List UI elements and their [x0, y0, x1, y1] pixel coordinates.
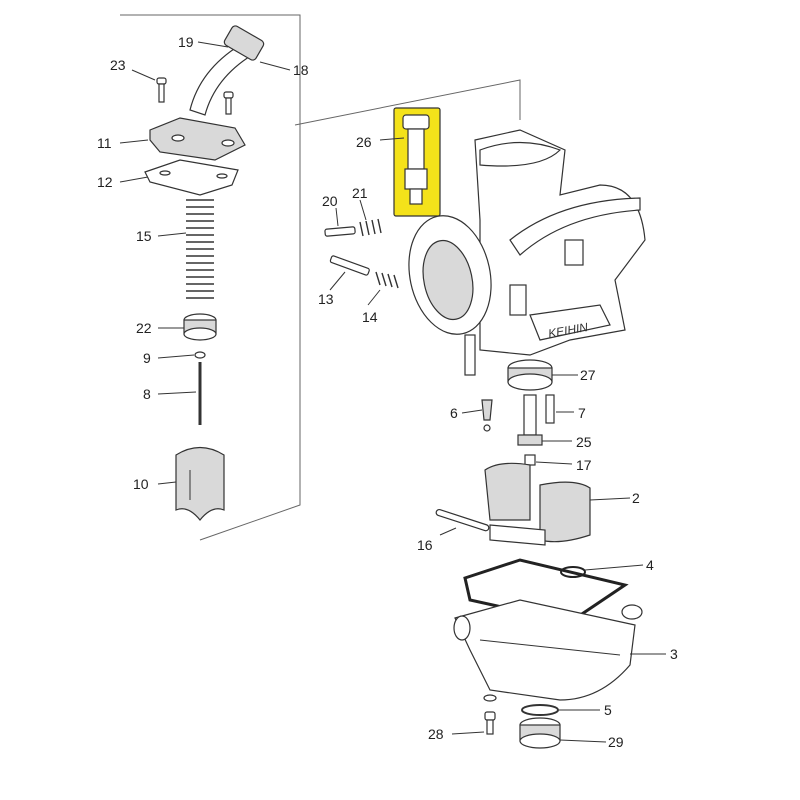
- callout-20: 20: [322, 193, 338, 209]
- callout-17: 17: [576, 457, 592, 473]
- callout-18: 18: [293, 62, 309, 78]
- callout-19: 19: [178, 34, 194, 50]
- part-29-drain-plug: [519, 717, 561, 749]
- part-5-o-ring: [521, 704, 559, 716]
- callout-6: 6: [450, 405, 458, 421]
- part-6-needle-valve: [481, 399, 493, 432]
- part-11-cover-plate: [149, 117, 246, 161]
- part-22-needle-clip-holder: [183, 313, 217, 341]
- callout-5: 5: [604, 702, 612, 718]
- part-body-carburetor: KEIHIN: [408, 129, 646, 376]
- part-20-21-13-14-screws-springs: [324, 218, 399, 289]
- part-15-throttle-spring: [186, 199, 214, 299]
- callout-21: 21: [352, 185, 368, 201]
- left-panel-frame: [120, 14, 301, 541]
- callout-16: 16: [417, 537, 433, 553]
- right-panel-frame: [294, 79, 521, 126]
- part-25-main-jet: [517, 394, 543, 446]
- callout-9: 9: [143, 350, 151, 366]
- part-17-small-jet: [524, 454, 536, 466]
- part-3-float-bowl: [453, 599, 643, 701]
- callout-11: 11: [97, 135, 112, 151]
- callout-25: 25: [576, 434, 592, 450]
- callout-8: 8: [143, 386, 151, 402]
- callout-10: 10: [133, 476, 149, 492]
- callout-3: 3: [670, 646, 678, 662]
- callout-13: 13: [318, 291, 334, 307]
- callout-22: 22: [136, 320, 152, 336]
- callout-15: 15: [136, 228, 152, 244]
- part-27-emulsion-holder: [507, 359, 553, 391]
- callout-28: 28: [428, 726, 444, 742]
- part-23-screws: [156, 77, 234, 115]
- part-10-throttle-slide: [175, 446, 225, 521]
- callout-2: 2: [632, 490, 640, 506]
- callouts: 19 18 23 11 12 15 22 9 8 10 26 20 21 13 …: [97, 34, 678, 750]
- part-16-float-pin: [435, 508, 490, 532]
- callout-26: 26: [356, 134, 372, 150]
- part-26-highlighted-screw: [393, 107, 441, 217]
- brand-text: KEIHIN: [547, 320, 589, 341]
- callout-7: 7: [578, 405, 586, 421]
- callout-23: 23: [110, 57, 126, 73]
- callout-12: 12: [97, 174, 113, 190]
- callout-27: 27: [580, 367, 596, 383]
- part-2-float: [484, 462, 591, 546]
- part-12-gasket: [144, 159, 239, 196]
- part-19-cable-adjuster: [189, 25, 265, 116]
- callout-14: 14: [362, 309, 378, 325]
- part-4-float-bowl-gasket: [463, 558, 629, 624]
- callout-29: 29: [608, 734, 624, 750]
- part-7-pilot-jet: [545, 394, 555, 424]
- callout-4: 4: [646, 557, 654, 573]
- frame-lines: [120, 14, 521, 541]
- part-28-screw: [483, 694, 497, 735]
- part-9-clip: [194, 351, 206, 359]
